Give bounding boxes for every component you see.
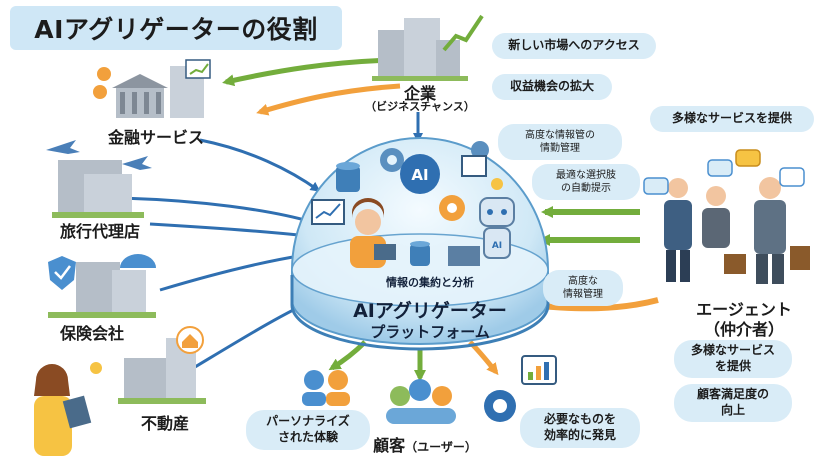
ai-chip-icon: AI xyxy=(400,154,440,194)
customer-group-icon xyxy=(386,379,456,424)
finance-chart-icon xyxy=(185,59,211,79)
enterprise-building-icon xyxy=(372,14,484,81)
svg-text:AI: AI xyxy=(492,241,502,251)
umbrella-icon xyxy=(120,254,156,268)
feature-text: 最適な選択肢 の自動提示 xyxy=(556,170,616,194)
realestate-label: 不動産 xyxy=(140,414,189,433)
agent-top-benefit: 多様なサービスを提供 xyxy=(650,106,814,132)
platform-feature-info-management: 高度な情報管の 情勤管理 xyxy=(498,124,622,160)
customer-benefit-text: パーソナライズ された体験 xyxy=(266,414,350,444)
agent-label: エージェント xyxy=(696,300,792,319)
customer-benefit-text: 必要なものを 効率的に発見 xyxy=(543,412,616,442)
travel-label: 旅行代理店 xyxy=(59,222,140,241)
chat-bubble-icons xyxy=(643,149,805,195)
customer-benefit-personalized: パーソナライズ された体験 xyxy=(246,410,370,450)
customer-label-sub: （ユーザー） xyxy=(405,440,477,454)
platform-title: AIアグリゲーター xyxy=(353,300,507,322)
platform-feature-auto-suggest: 最適な選択肢 の自動提示 xyxy=(532,164,640,200)
arrow-platform-to-customer-left xyxy=(328,340,367,371)
enterprise-label: 企業 xyxy=(403,84,436,103)
arrow-insurance-to-platform xyxy=(159,251,308,292)
agent-benefit-services: 多様なサービス を提供 xyxy=(674,340,792,378)
arrow-enterprise-to-finance-orange xyxy=(256,83,401,116)
customer-benefit-efficient: 必要なものを 効率的に発見 xyxy=(520,408,640,448)
customer-label: 顧客（ユーザー） xyxy=(360,432,490,456)
travel-building-icon xyxy=(52,160,144,218)
customer-chart-icon xyxy=(521,355,557,385)
insurance-label: 保険会社 xyxy=(59,324,124,343)
feature-text: 高度な情報管の 情勤管理 xyxy=(525,130,595,154)
platform-caption: 情報の集約と分析 xyxy=(386,276,474,289)
arrow-finance-to-platform xyxy=(199,138,321,192)
chart-monitor-icon xyxy=(311,155,487,225)
ai-gear-icon xyxy=(484,390,516,422)
arrow-enterprise-to-finance xyxy=(222,57,393,87)
platform-subtitle: プラットフォーム xyxy=(370,323,490,341)
svg-text:AI: AI xyxy=(411,166,428,184)
customer-label-main: 顧客 xyxy=(373,436,406,455)
enterprise-benefit-revenue: 収益機会の拡大 xyxy=(492,74,612,100)
arrow-travel-to-platform xyxy=(119,196,315,225)
agent-group-illustration xyxy=(664,177,810,284)
page-title: AIアグリゲーターの役割 xyxy=(10,6,342,50)
woman-analyst-illustration xyxy=(350,198,396,268)
database-icon xyxy=(336,162,430,266)
enterprise-benefit-market-access: 新しい市場へのアクセス xyxy=(492,33,656,59)
agent-benefit-text: 顧客満足度の 向上 xyxy=(696,387,769,417)
lightbulb-icon xyxy=(491,178,503,190)
finance-building-icon xyxy=(93,66,204,118)
enterprise-sublabel: （ビジネスチャンス） xyxy=(365,100,475,113)
airplane-icon xyxy=(46,140,152,170)
gear-icon xyxy=(380,141,489,221)
woman-with-tablet-illustration xyxy=(34,362,102,456)
agent-sublabel: （仲介者） xyxy=(703,320,784,339)
robot-illustration: AI xyxy=(448,197,515,266)
customer-pair-icon xyxy=(302,370,350,406)
agent-benefit-satisfaction: 顧客満足度の 向上 xyxy=(674,384,792,422)
house-pin-icon xyxy=(176,326,204,354)
feature-text: 高度な 情報管理 xyxy=(563,276,603,300)
platform-feature-advanced-info: 高度な 情報管理 xyxy=(543,270,623,306)
shield-icon xyxy=(48,256,76,290)
arrow-travel2-to-platform xyxy=(149,222,311,241)
agent-benefit-text: 多様なサービス を提供 xyxy=(690,343,775,373)
finance-label: 金融サービス xyxy=(107,128,204,147)
insurance-building-icon xyxy=(48,262,156,318)
